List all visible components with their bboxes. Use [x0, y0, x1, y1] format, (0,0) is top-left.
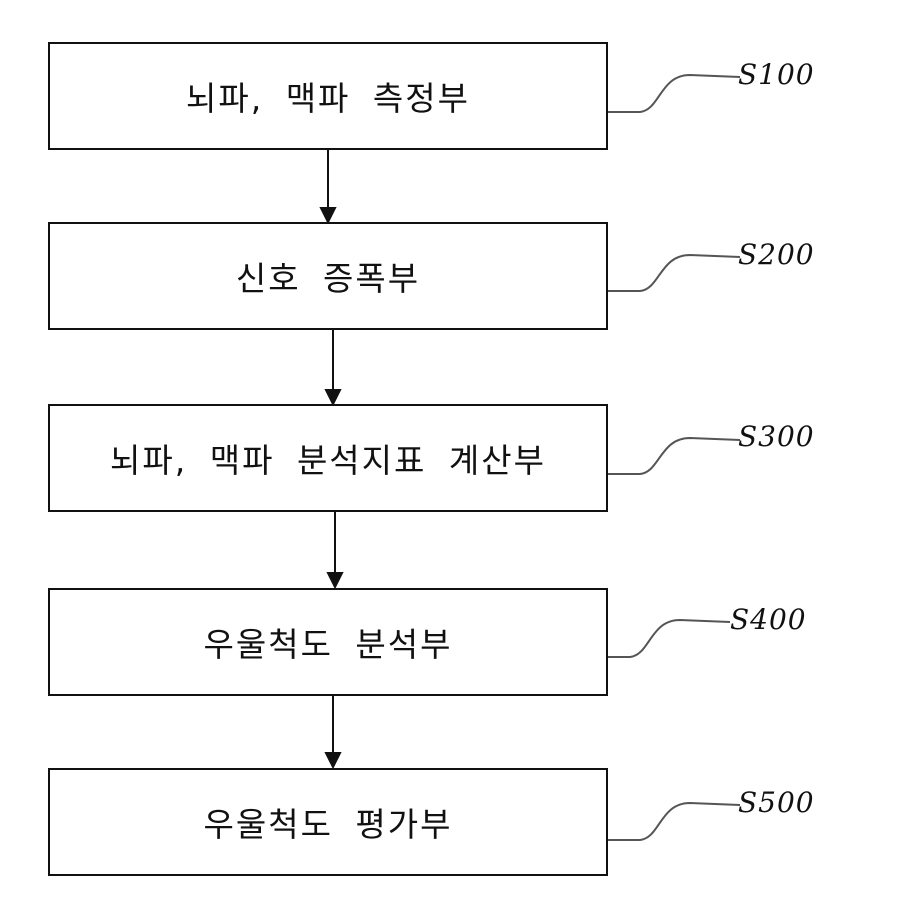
- ref-label-s500: S500: [738, 786, 815, 819]
- ref-label-s200: S200: [738, 238, 815, 271]
- step-box-s500: 우울척도 평가부: [48, 768, 608, 876]
- arrowhead-s100-s200: [321, 208, 335, 222]
- step-box-s400: 우울척도 분석부: [48, 588, 608, 696]
- ref-label-s100: S100: [738, 58, 815, 91]
- step-box-s300: 뇌파, 맥파 분석지표 계산부: [48, 404, 608, 512]
- ref-label-s300: S300: [738, 420, 815, 453]
- arrowhead-s300-s400: [328, 573, 342, 587]
- step-box-s100: 뇌파, 맥파 측정부: [48, 42, 608, 150]
- leader-line-s300: [608, 438, 740, 474]
- leader-line-s500: [608, 803, 740, 840]
- step-box-s200: 신호 증폭부: [48, 222, 608, 330]
- leader-line-s200: [608, 255, 740, 291]
- step-label: 뇌파, 맥파 분석지표 계산부: [110, 434, 546, 482]
- leader-line-s400: [603, 620, 730, 657]
- ref-label-s400: S400: [730, 603, 807, 636]
- step-label: 신호 증폭부: [236, 252, 420, 300]
- step-label: 우울척도 평가부: [203, 798, 452, 846]
- leader-line-s100: [608, 75, 740, 112]
- step-label: 우울척도 분석부: [203, 618, 452, 666]
- arrowhead-s400-s500: [326, 753, 340, 767]
- step-label: 뇌파, 맥파 측정부: [186, 72, 470, 120]
- arrowhead-s200-s300: [326, 390, 340, 404]
